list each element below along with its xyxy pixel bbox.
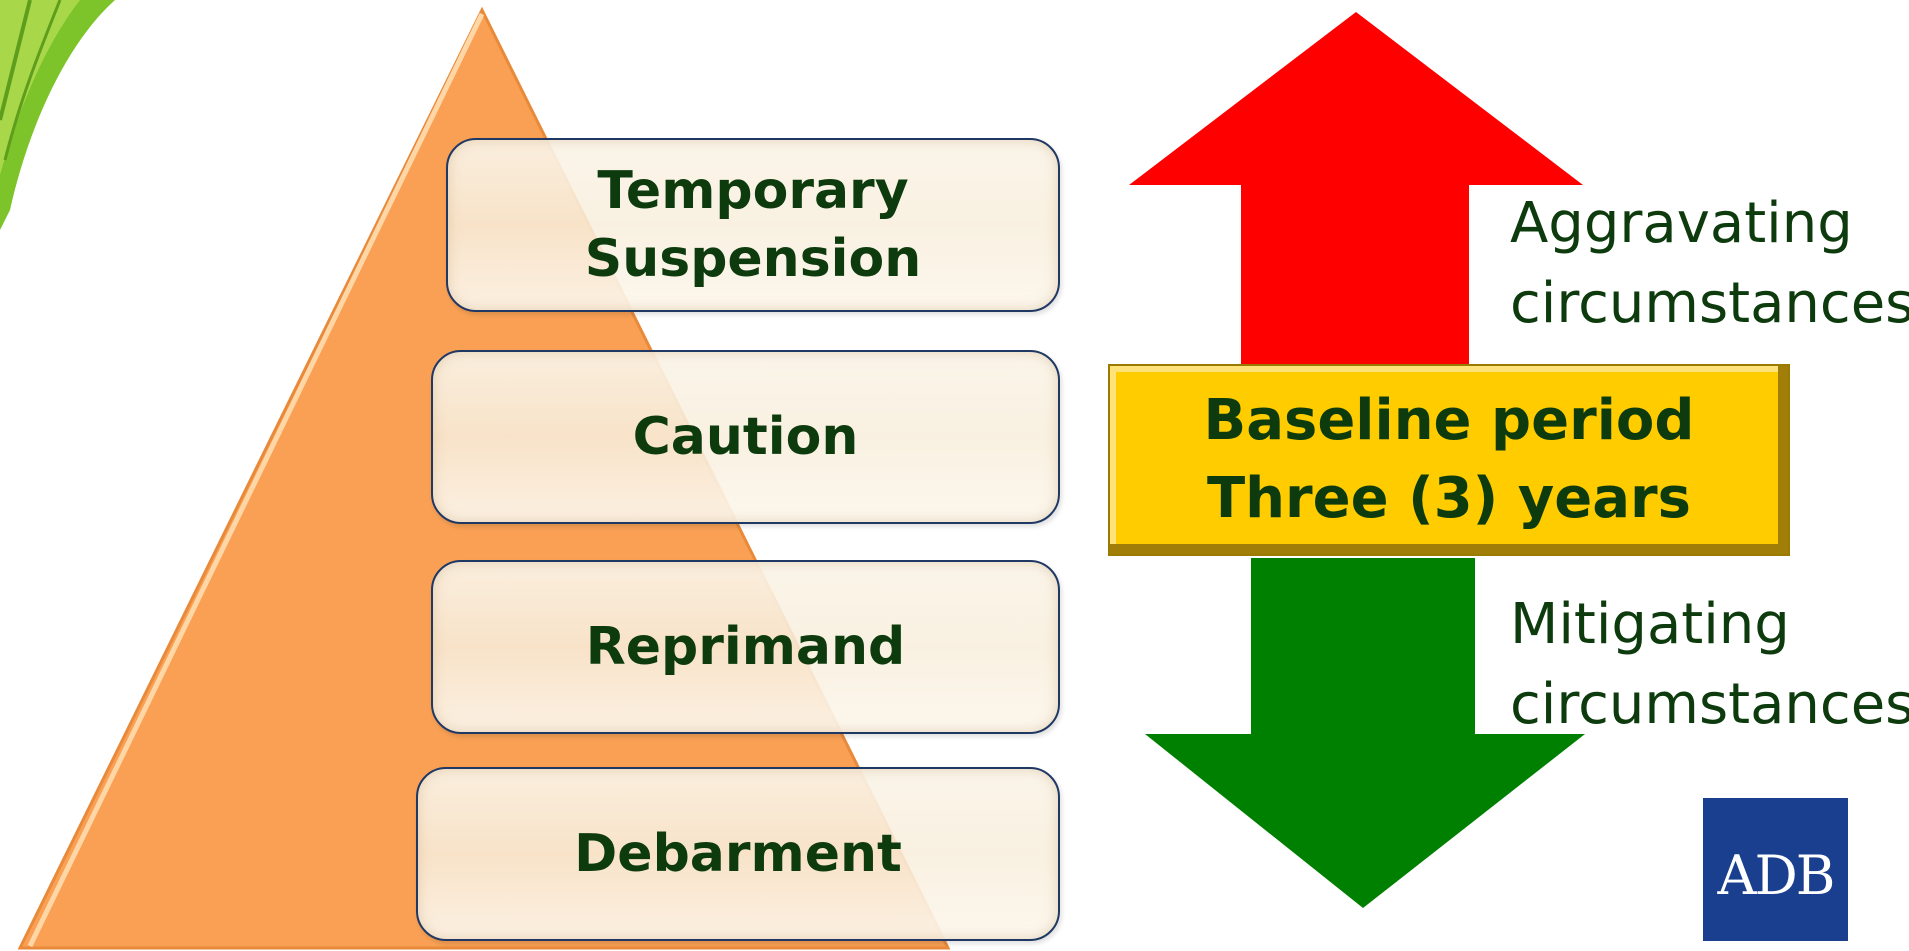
tier-label: Debarment [574,824,902,884]
aggravating-label: Aggravating circumstances [1510,191,1909,336]
logo-text: ADB [1717,844,1836,907]
down-arrow [1145,558,1585,908]
tier-reprimand: Reprimand [431,560,1060,734]
tier-label: Reprimand [585,617,906,677]
baseline-box: Baseline period Three (3) years [1108,364,1790,556]
tier-label: Caution [632,407,859,467]
tier-debarment: Debarment [416,767,1060,941]
tier-temporary-suspension: Temporary Suspension [446,138,1060,312]
mitigating-label: Mitigating circumstances [1510,592,1909,737]
adb-logo: ADB [1703,798,1848,941]
up-arrow [1129,12,1583,364]
baseline-label: Baseline period Three (3) years [1203,388,1695,531]
tier-label: Temporary Suspension [584,161,922,289]
tier-caution: Caution [431,350,1060,524]
